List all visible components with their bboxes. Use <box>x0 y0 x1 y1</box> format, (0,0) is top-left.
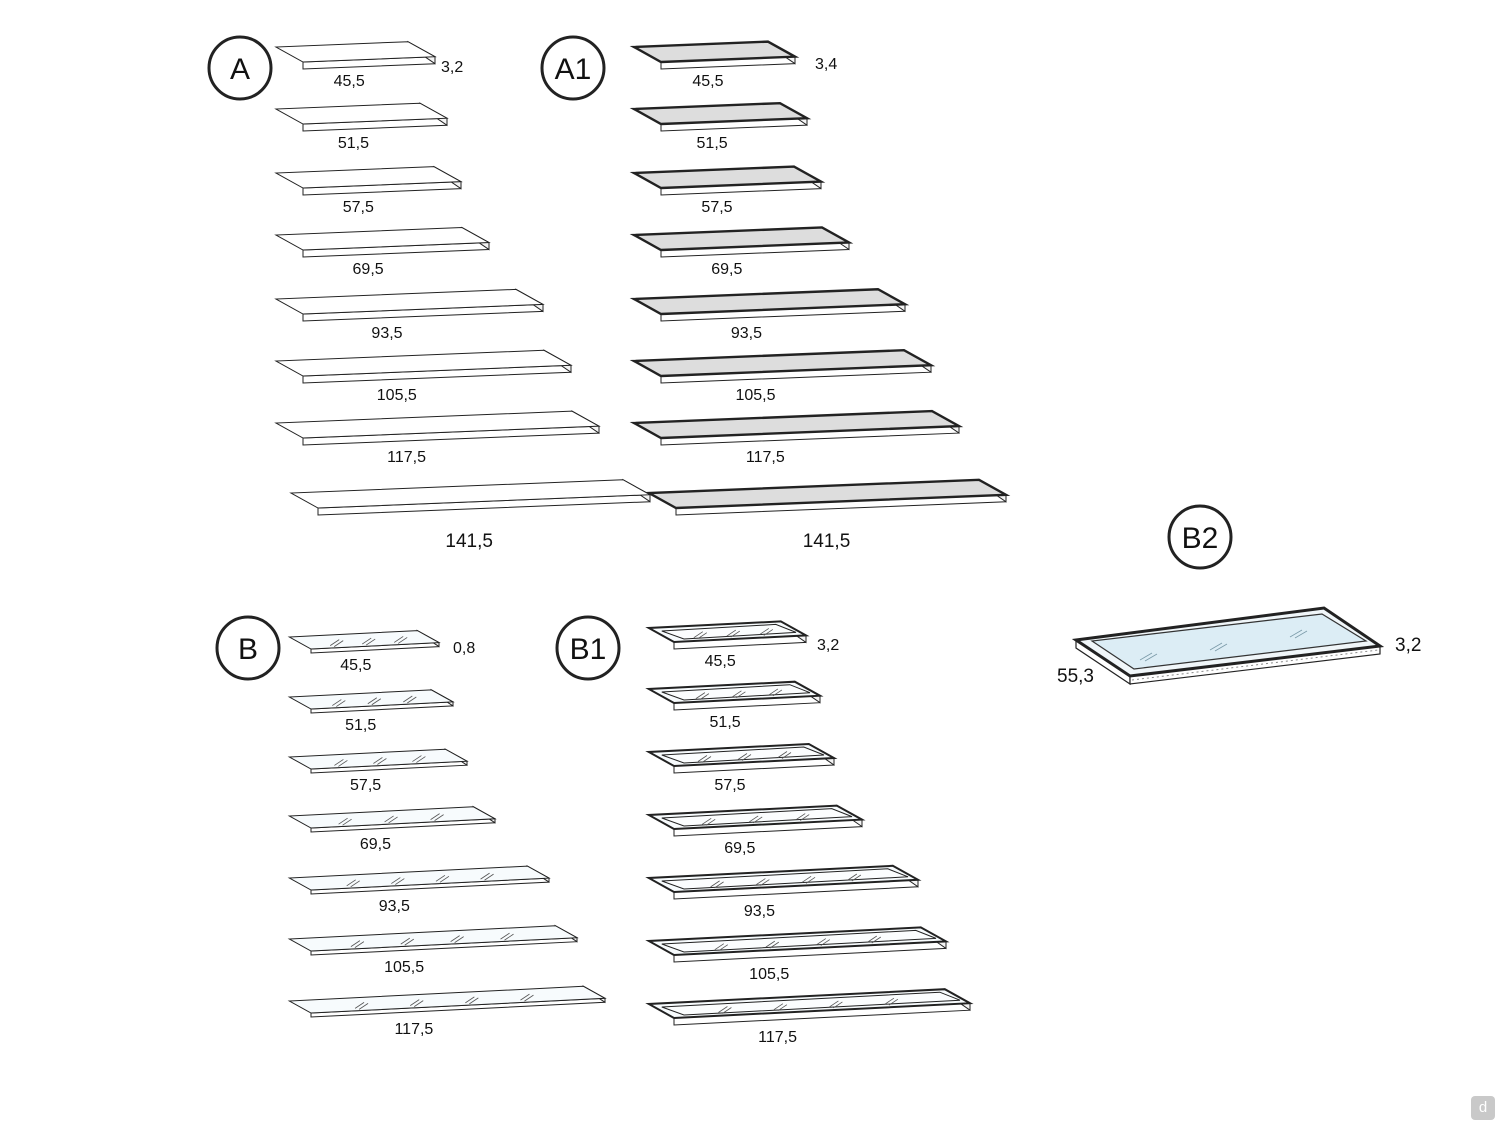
shelf-width-label: 105,5 <box>384 959 424 976</box>
group-b: B 45,5 51,5 57,5 69,5 93,5 105,5 117,5 0,8 <box>215 615 607 1038</box>
shelf-b1-7: 117,5 <box>645 988 974 1046</box>
shelf-width-label: 117,5 <box>758 1029 797 1046</box>
shelf-width-label: 105,5 <box>377 387 417 404</box>
shelf-width-label: 51,5 <box>710 714 741 731</box>
shelf-width-label: 69,5 <box>353 261 384 278</box>
shelf-b-6: 105,5 <box>287 924 579 976</box>
shelf-b-3: 57,5 <box>287 748 469 794</box>
shelf-b1-5: 93,5 <box>645 864 922 920</box>
group-b2-badge <box>1167 504 1233 570</box>
shelf-b1-4: 69,5 <box>645 804 866 857</box>
group-a: A 45,5 51,5 57,5 69,5 93,5 105,5 117,5 141,5 3,2 <box>207 35 652 552</box>
shelf-width-label: 117,5 <box>746 449 785 466</box>
shelf-b-7: 117,5 <box>287 985 607 1038</box>
shelf-a1-4: 69,5 <box>629 226 854 278</box>
shelf-width-label: 141,5 <box>445 531 493 552</box>
shelf-width-label: 57,5 <box>343 199 374 216</box>
shelf-width-label: 69,5 <box>711 261 742 278</box>
shelf-b2-tray <box>1071 606 1385 686</box>
shelf-b1-3: 57,5 <box>645 742 838 794</box>
shelf-a1-3: 57,5 <box>629 165 826 216</box>
shelf-a1-2: 51,5 <box>629 101 812 152</box>
group-b2: B2 3,2 55,3 <box>1057 504 1421 687</box>
group-b1-badge <box>555 615 621 681</box>
shelf-width-label: 93,5 <box>371 325 402 342</box>
thickness-label: 3,2 <box>441 59 463 76</box>
shelf-a-4: 69,5 <box>274 226 491 278</box>
group-b-label: B <box>238 633 258 666</box>
shelf-a1-6: 105,5 <box>629 348 936 404</box>
shelf-width-label: 93,5 <box>379 898 410 915</box>
shelf-width-label: 51,5 <box>345 717 376 734</box>
shelf-width-label: 57,5 <box>701 199 732 216</box>
shelf-b1-1: 45,5 <box>645 620 810 670</box>
shelf-width-label: 141,5 <box>803 531 851 552</box>
shelf-width-label: 93,5 <box>744 903 775 920</box>
shelf-b-1: 45,5 <box>287 629 441 674</box>
shelf-width-label: 117,5 <box>387 449 426 466</box>
group-a-badge <box>207 35 273 101</box>
shelf-b-2: 51,5 <box>287 688 455 734</box>
thickness-label: 3,2 <box>1395 635 1421 656</box>
thickness-label: 0,8 <box>453 640 475 657</box>
shelf-width-label: 45,5 <box>705 653 736 670</box>
shelf-width-label: 45,5 <box>692 73 723 90</box>
shelf-a-1: 45,5 <box>274 40 437 90</box>
shelf-width-label: 105,5 <box>749 966 789 983</box>
thickness-label: 3,2 <box>817 637 839 654</box>
shelf-width-label: 105,5 <box>735 387 775 404</box>
shelf-b-5: 93,5 <box>287 864 551 915</box>
corner-logo-badge: d <box>1471 1096 1495 1120</box>
shelf-a-8: 141,5 <box>289 478 652 552</box>
shelf-width-label: 51,5 <box>697 135 728 152</box>
shelf-a1-1: 45,5 <box>629 40 800 90</box>
group-a1-badge <box>540 35 606 101</box>
shelf-width-label: 51,5 <box>338 135 369 152</box>
shelf-a1-7: 117,5 <box>629 409 964 466</box>
shelf-a1-8: 141,5 <box>644 478 1011 552</box>
shelf-b1-2: 51,5 <box>645 680 824 731</box>
group-a-label: A <box>230 53 250 86</box>
shelf-width-label: 69,5 <box>360 836 391 853</box>
group-a1-label: A1 <box>555 53 592 86</box>
shelf-a-2: 51,5 <box>274 102 449 152</box>
shelf-width-label: 117,5 <box>394 1021 433 1038</box>
shelf-width-label: 45,5 <box>340 657 371 674</box>
shelf-width-label: 45,5 <box>334 73 365 90</box>
thickness-label: 3,4 <box>815 56 837 73</box>
shelf-a1-5: 93,5 <box>629 288 910 342</box>
shelf-width-label: 57,5 <box>714 777 745 794</box>
shelf-width-label: 93,5 <box>731 325 762 342</box>
group-b1-label: B1 <box>570 633 607 666</box>
shelf-a-3: 57,5 <box>274 165 463 216</box>
group-b-badge <box>215 615 281 681</box>
depth-label: 55,3 <box>1057 666 1094 687</box>
shelf-a-6: 105,5 <box>274 349 573 404</box>
group-b1: B1 45,5 51,5 57,5 69,5 93,5 105,5 117,5 3,2 <box>555 615 974 1046</box>
shelf-a-5: 93,5 <box>274 288 545 342</box>
shelf-width-label: 69,5 <box>724 840 755 857</box>
shelf-b-4: 69,5 <box>287 805 497 853</box>
group-a1: A1 45,5 51,5 57,5 69,5 93,5 105,5 117,5 141,5 3,4 <box>540 35 1011 552</box>
shelf-a-7: 117,5 <box>274 410 601 466</box>
shelf-b1-6: 105,5 <box>645 926 950 983</box>
shelf-width-label: 57,5 <box>350 777 381 794</box>
group-b2-label: B2 <box>1182 522 1219 555</box>
